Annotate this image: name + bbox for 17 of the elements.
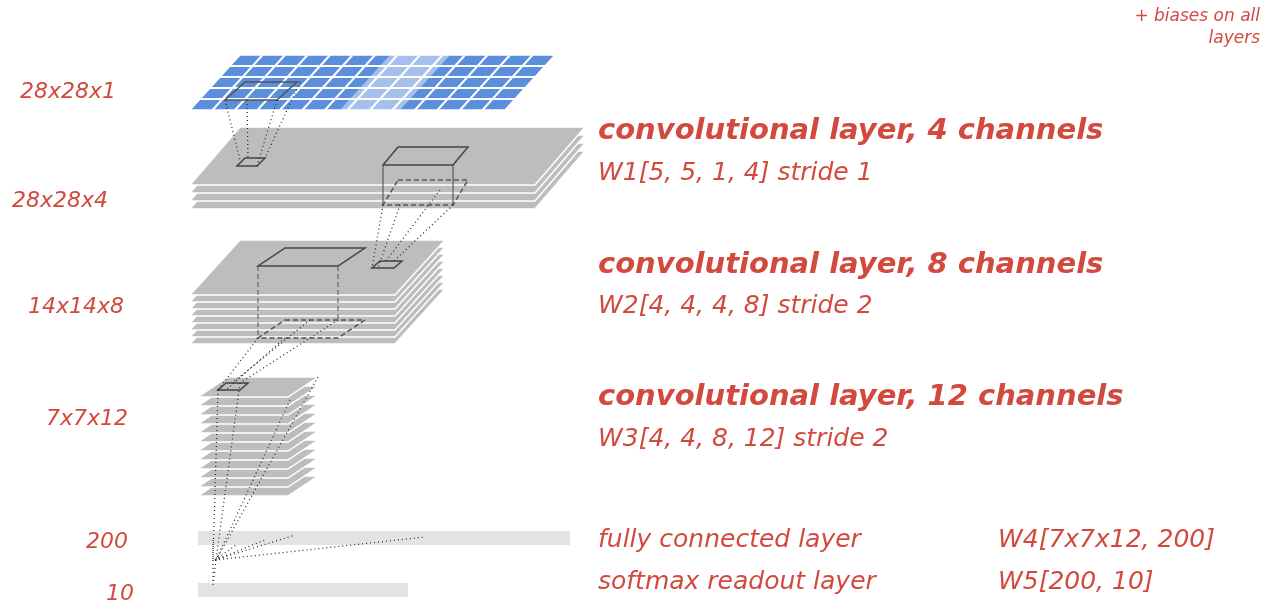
weights-label: W3[4, 4, 8, 12] stride 2	[598, 423, 889, 452]
dimension-label: 10	[106, 580, 134, 605]
weights-label: W2[4, 4, 4, 8] stride 2	[598, 290, 873, 319]
dimension-label: 14x14x8	[28, 293, 125, 318]
layer-title: softmax readout layer	[598, 566, 876, 595]
note: + biases on all layers	[1133, 4, 1260, 49]
layer-title: convolutional layer, 12 channels	[598, 378, 1124, 412]
layer-title: fully connected layer	[598, 524, 861, 553]
layer-title: convolutional layer, 4 channels	[598, 112, 1104, 146]
dimension-label: 200	[86, 528, 128, 553]
dimension-label: 28x28x4	[12, 187, 109, 212]
weights-label: W1[5, 5, 1, 4] stride 1	[598, 157, 873, 186]
dimension-label: 28x28x1	[20, 78, 117, 103]
weights-label: W4[7x7x12, 200]	[998, 524, 1215, 553]
dimension-label: 7x7x12	[46, 405, 129, 430]
layer-title: convolutional layer, 8 channels	[598, 246, 1104, 280]
weights-label: W5[200, 10]	[998, 566, 1154, 595]
